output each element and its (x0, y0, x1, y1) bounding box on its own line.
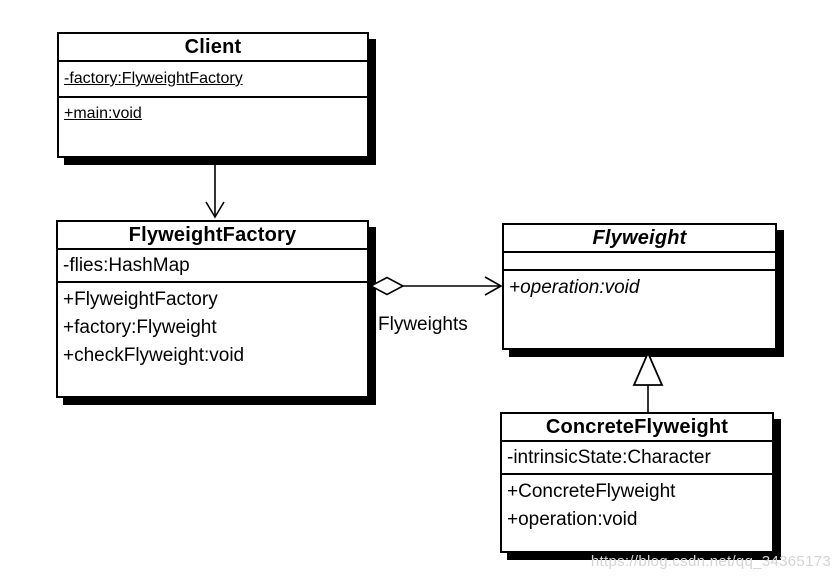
operation: +checkFlyweight:void (63, 345, 245, 366)
open-arrowhead-icon (484, 276, 503, 296)
aggregation-edge-label: Flyweights (378, 314, 468, 335)
edge-client-to-flyweightfactory (205, 159, 225, 219)
class-flyweightfactory: FlyweightFactory -flies:HashMap +Flyweig… (56, 220, 369, 398)
class-flyweight-title: Flyweight (504, 225, 775, 253)
operation: +ConcreteFlyweight (507, 481, 676, 502)
aggregation-diamond-icon (369, 276, 405, 296)
generalization-triangle-icon (632, 350, 664, 386)
class-client-attributes: -factory:FlyweightFactory (59, 62, 367, 98)
class-flyweightfactory-attributes: -flies:HashMap (58, 250, 367, 283)
edge-concrete-to-flyweight (632, 350, 664, 412)
operation: +main:void (64, 105, 142, 122)
class-flyweightfactory-title: FlyweightFactory (58, 222, 367, 250)
class-client-operations: +main:void (59, 98, 367, 156)
class-concreteflyweight: ConcreteFlyweight -intrinsicState:Charac… (500, 412, 774, 553)
class-client: Client -factory:FlyweightFactory +main:v… (57, 32, 369, 158)
class-concreteflyweight-operations: +ConcreteFlyweight +operation:void (502, 475, 772, 551)
operation: +factory:Flyweight (63, 317, 217, 338)
attribute: -factory:FlyweightFactory (64, 70, 243, 87)
class-flyweightfactory-operations: +FlyweightFactory +factory:Flyweight +ch… (58, 283, 367, 396)
edge-factory-to-flyweight (369, 276, 503, 296)
operation: +operation:void (509, 277, 640, 298)
class-flyweight-attributes (504, 253, 775, 271)
watermark: https://blog.csdn.net/qq_34365173 (590, 553, 831, 570)
class-concreteflyweight-title: ConcreteFlyweight (502, 414, 772, 442)
operation: +operation:void (507, 509, 638, 530)
class-concreteflyweight-attributes: -intrinsicState:Character (502, 442, 772, 475)
class-flyweight-operations: +operation:void (504, 271, 775, 348)
open-arrowhead-icon (205, 201, 225, 219)
attribute: -intrinsicState:Character (507, 446, 711, 468)
class-flyweight: Flyweight +operation:void (502, 223, 777, 350)
attribute: -flies:HashMap (63, 254, 190, 276)
operation: +FlyweightFactory (63, 289, 218, 310)
class-client-title: Client (59, 34, 367, 62)
